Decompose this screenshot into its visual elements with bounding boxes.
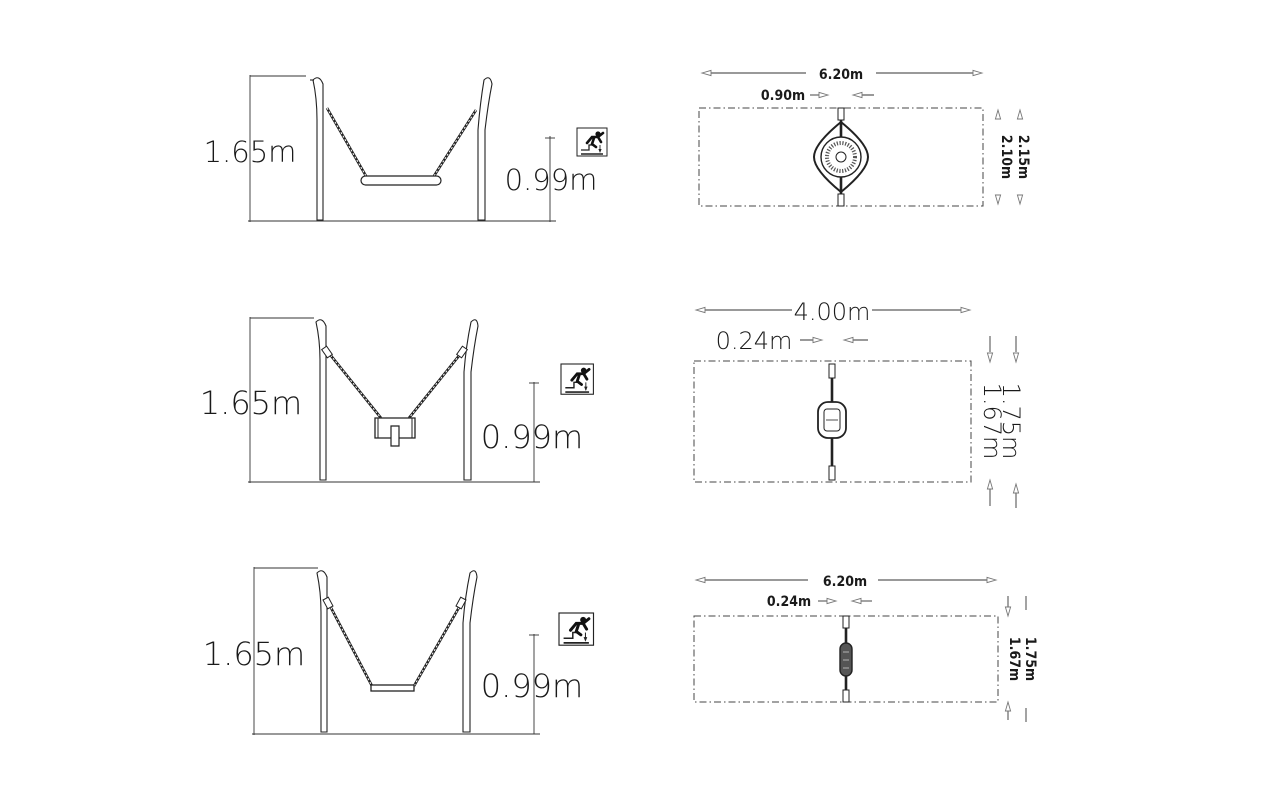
width-label-inner: 1.67m (978, 383, 1006, 460)
seat-width-label: 0.24m (767, 594, 811, 610)
seat-height-label: 0.99m (481, 418, 583, 456)
height-label: 1.65m (204, 135, 297, 169)
width-label-inner: 2.10m (998, 135, 1014, 179)
side-view-nest: 1.65m 0.99m (204, 75, 609, 222)
length-label: 6.20m (823, 574, 867, 590)
width-label-outer: 1.75m (997, 383, 1025, 460)
plan-view-flat: 6.20m 0.24m 1.67m 1.75m (693, 574, 1038, 722)
fall-height-icon (575, 126, 609, 158)
fall-height-icon (557, 611, 595, 647)
width-label-outer: 2.15m (1015, 135, 1031, 179)
side-view-flat: 1.65m 0.99m (203, 567, 595, 735)
seat-width-label: 0.90m (761, 88, 805, 104)
length-label: 6.20m (819, 67, 863, 83)
seat-width-label: 0.24m (716, 327, 793, 355)
plan-view-nest: 6.20m 0.90m 2.10m 2.15m (698, 67, 1031, 207)
width-label-inner: 1.67m (1006, 637, 1022, 681)
seat-height-label: 0.99m (505, 163, 598, 197)
length-label: 4.00m (794, 298, 871, 326)
plan-view-cradle: 4.00m 0.24m 1.75m 1.67m (693, 298, 1025, 508)
height-label: 1.65m (200, 384, 302, 422)
fall-height-icon (559, 362, 595, 396)
seat-height-label: 0.99m (481, 667, 583, 705)
width-label-outer: 1.75m (1022, 637, 1038, 681)
height-label: 1.65m (203, 635, 305, 673)
side-view-cradle: 1.65m 0.99m (200, 317, 595, 483)
